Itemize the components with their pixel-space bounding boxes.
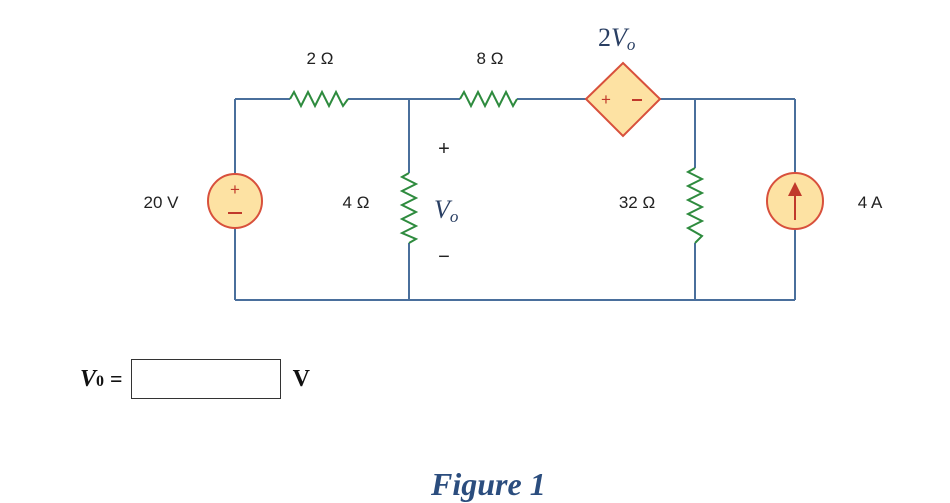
- dependent-voltage-source: +: [584, 61, 662, 138]
- label-r-2-ohm: 2 Ω: [307, 49, 334, 68]
- label-dependent-source: 2Vo: [598, 23, 635, 54]
- label-voltage-source: 20 V: [144, 193, 180, 212]
- vo-plus-sign: +: [438, 138, 450, 160]
- vo-minus-sign: −: [438, 246, 450, 268]
- arrow-up-icon: [788, 182, 802, 196]
- label-r-32-ohm: 32 Ω: [619, 193, 655, 212]
- current-source-4a: [766, 172, 824, 230]
- label-r-8-ohm: 8 Ω: [477, 49, 504, 68]
- answer-label-subscript: 0: [96, 372, 105, 390]
- circuit-diagram: + + 2 Ω 8 Ω 4 Ω 32 Ω 20 V 4 A 2Vo + Vo −: [144, 23, 883, 301]
- dep-source-plus-sign: +: [601, 90, 611, 109]
- figure-caption: Figure 1: [431, 466, 546, 502]
- label-r-4-ohm: 4 Ω: [343, 193, 370, 212]
- label-current-source: 4 A: [858, 193, 883, 212]
- answer-unit: V: [292, 365, 310, 392]
- resistor-8-ohm: [459, 89, 518, 109]
- circuit-wires: [234, 98, 796, 301]
- resistor-4-ohm: [399, 172, 419, 244]
- answer-equals: =: [110, 366, 123, 391]
- label-vo: Vo: [434, 195, 458, 226]
- answer-input[interactable]: [130, 359, 281, 399]
- resistor-2-ohm: [289, 89, 349, 109]
- voltage-source-20v: +: [207, 173, 263, 229]
- answer-label-symbol: V: [80, 365, 97, 392]
- source-plus-sign: +: [230, 180, 240, 199]
- resistor-32-ohm: [685, 167, 705, 244]
